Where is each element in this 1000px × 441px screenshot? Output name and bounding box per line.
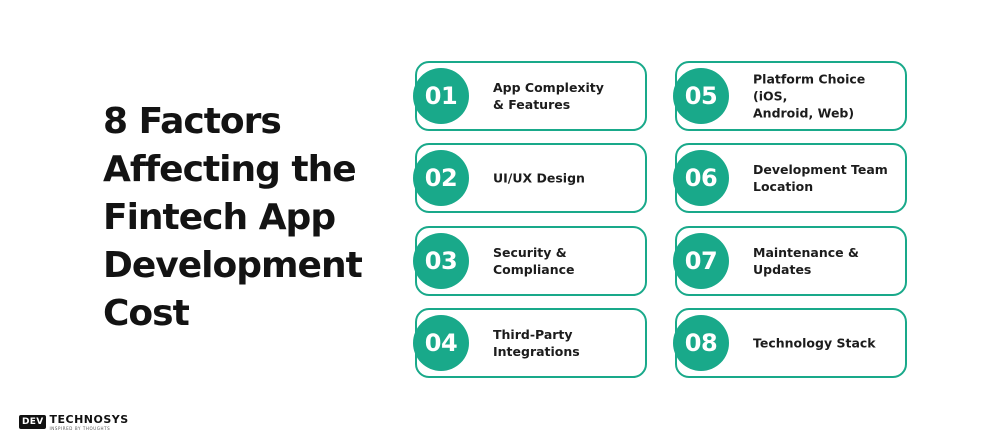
logo-name: TECHNOSYS [49, 412, 129, 426]
title-line: Affecting the [103, 149, 357, 190]
factor-number-badge: 05 [673, 68, 729, 124]
logo-wordmark: TECHNOSYS INSPIRED BY THOUGHTS [49, 414, 128, 431]
factor-label-line: Integrations [493, 344, 580, 359]
factor-label-line: UI/UX Design [493, 170, 585, 186]
factor-label: UI/UX Design [493, 170, 635, 187]
title-line: Cost [103, 293, 190, 334]
factor-label: Third-Party Integrations [493, 326, 635, 360]
factor-number-badge: 08 [673, 315, 729, 371]
title-line: Development [103, 245, 363, 286]
page-title: 8 Factors Affecting the Fintech App Deve… [103, 98, 403, 338]
factor-label: Development Team Location [753, 161, 895, 195]
factor-label-line: Android, Web) [753, 105, 855, 121]
factor-number-badge: 03 [413, 233, 469, 289]
factor-label-line: Location [753, 179, 814, 194]
factor-label: Maintenance & Updates [753, 244, 895, 278]
factor-label-line: & Features [493, 97, 571, 112]
factor-label-line: Security & [493, 245, 567, 260]
factor-label-line: Compliance [493, 262, 575, 277]
factor-label-line: Platform Choice (iOS, [753, 71, 866, 104]
factor-number-badge: 01 [413, 68, 469, 124]
brand-logo: DEV TECHNOSYS INSPIRED BY THOUGHTS [19, 412, 129, 432]
factor-label-line: Development Team [753, 162, 888, 177]
factor-label-line: App Complexity [493, 80, 604, 95]
factor-label: App Complexity & Features [493, 79, 635, 113]
title-line: 8 Factors [103, 101, 282, 142]
title-line: Fintech App [103, 197, 336, 238]
factor-label: Security & Compliance [493, 244, 635, 278]
factor-label: Platform Choice (iOS, Android, Web) [753, 71, 895, 122]
factor-number-badge: 04 [413, 315, 469, 371]
factor-number-badge: 06 [673, 150, 729, 206]
factor-number-badge: 07 [673, 233, 729, 289]
factor-label-line: Updates [753, 262, 812, 277]
factor-label: Technology Stack [753, 335, 895, 352]
factor-number-badge: 02 [413, 150, 469, 206]
logo-tagline: INSPIRED BY THOUGHTS [49, 425, 111, 431]
logo-mark: DEV [19, 415, 47, 429]
factor-label-line: Maintenance & [753, 245, 859, 260]
factor-label-line: Third-Party [493, 327, 573, 342]
factor-label-line: Technology Stack [753, 335, 876, 351]
